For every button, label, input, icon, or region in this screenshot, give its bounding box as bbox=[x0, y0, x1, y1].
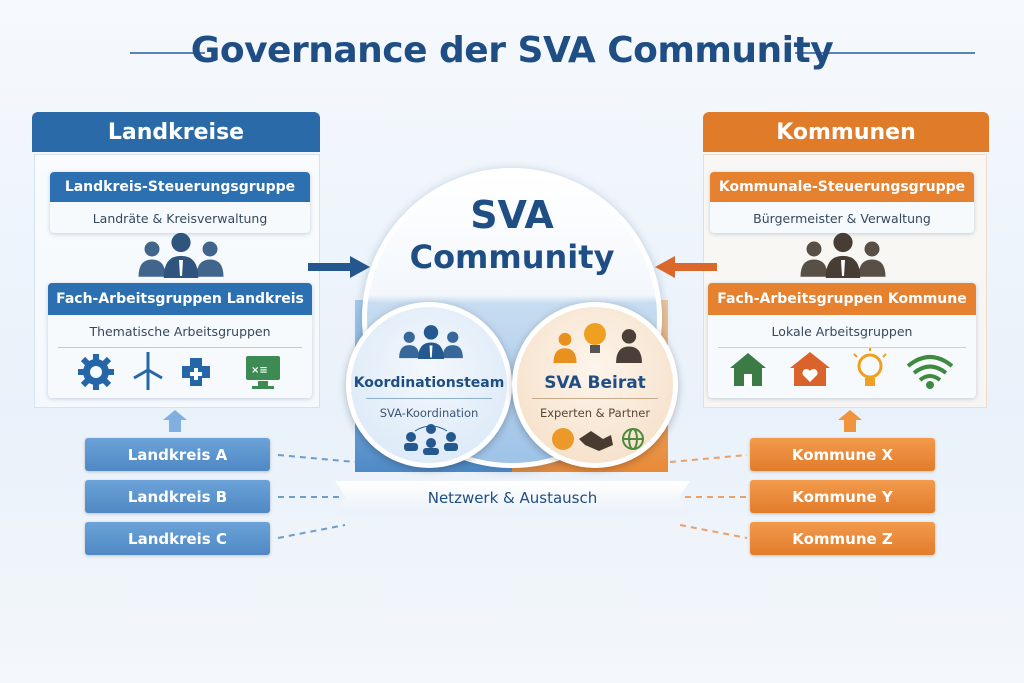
globe-icon bbox=[622, 428, 644, 450]
arrow-left-icon bbox=[655, 256, 717, 278]
right-connectors bbox=[669, 454, 748, 539]
sva-beirat-circle[interactable]: SVA Beirat Experten & Partner bbox=[512, 302, 678, 468]
landkreis-working-sub: Thematische Arbeitsgruppen bbox=[89, 324, 271, 339]
community-title-line2: Community bbox=[409, 238, 615, 276]
landkreis-c[interactable]: Landkreis C bbox=[85, 522, 270, 555]
kommune-working-title: Fach-Arbeitsgruppen Kommune bbox=[708, 283, 976, 315]
kommune-steering-sub: Bürgermeister & Verwaltung bbox=[753, 211, 931, 226]
monitor-spreadsheet-icon: ×≡ bbox=[246, 356, 280, 389]
landkreis-working-box: Fach-Arbeitsgruppen Landkreis Thematisch… bbox=[48, 283, 312, 398]
netzwerk-banner: Netzwerk & Austausch bbox=[335, 481, 690, 514]
handshake-icon bbox=[579, 431, 613, 451]
kommune-z[interactable]: Kommune Z bbox=[750, 522, 935, 555]
medical-cross-icon bbox=[182, 358, 210, 386]
landkreis-steering-sub: Landräte & Kreisverwaltung bbox=[92, 211, 268, 226]
kommune-working-sub: Lokale Arbeitsgruppen bbox=[771, 324, 913, 339]
sva-beirat-sub: Experten & Partner bbox=[539, 406, 651, 420]
wifi-icon bbox=[906, 355, 954, 389]
divider bbox=[532, 398, 658, 399]
landkreis-steering-title: Landkreis-Steuerungsgruppe bbox=[50, 172, 310, 202]
koordinationsteam-circle[interactable]: Koordinationsteam SVA-Koordination bbox=[346, 302, 512, 468]
arrow-right-icon bbox=[308, 256, 370, 278]
experts-icon bbox=[553, 323, 642, 363]
landkreis-working-title: Fach-Arbeitsgruppen Landkreis bbox=[48, 283, 312, 315]
kommune-x[interactable]: Kommune X bbox=[750, 438, 935, 471]
landkreis-b[interactable]: Landkreis B bbox=[85, 480, 270, 513]
title-rule-right bbox=[795, 52, 975, 54]
people-icon bbox=[133, 230, 229, 278]
landkreis-steering-box: Landkreis-Steuerungsgruppe Landräte & Kr… bbox=[50, 172, 310, 233]
up-arrow-icon bbox=[838, 410, 862, 432]
landkreis-a[interactable]: Landkreis A bbox=[85, 438, 270, 471]
lightbulb-icon bbox=[853, 348, 887, 386]
people-icon bbox=[395, 321, 467, 361]
house-icon bbox=[730, 353, 766, 386]
kommune-y[interactable]: Kommune Y bbox=[750, 480, 935, 513]
gear-icon bbox=[78, 354, 114, 390]
divider bbox=[58, 347, 302, 348]
kommunen-header: Kommunen bbox=[703, 112, 989, 152]
kommune-steering-box: Kommunale-Steuerungsgruppe Bürgermeister… bbox=[710, 172, 974, 233]
page-title: Governance der SVA Community bbox=[190, 30, 834, 71]
koordinationsteam-sub: SVA-Koordination bbox=[379, 406, 479, 420]
kommune-working-box: Fach-Arbeitsgruppen Kommune Lokale Arbei… bbox=[708, 283, 976, 398]
lightbulb-icon bbox=[584, 323, 606, 353]
svg-text:×≡: ×≡ bbox=[251, 365, 268, 376]
koordinationsteam-title: Koordinationsteam bbox=[353, 375, 505, 391]
sva-beirat-title: SVA Beirat bbox=[544, 373, 646, 393]
partner-icons bbox=[552, 428, 644, 451]
landkreise-header: Landkreise bbox=[32, 112, 320, 152]
community-title-line1: SVA bbox=[470, 193, 554, 237]
divider bbox=[366, 398, 492, 399]
divider bbox=[718, 347, 966, 348]
network-people-icon bbox=[404, 424, 458, 455]
house-heart-icon bbox=[790, 352, 830, 386]
title-rule-left bbox=[130, 52, 205, 54]
kommune-steering-title: Kommunale-Steuerungsgruppe bbox=[710, 172, 974, 202]
left-connectors bbox=[277, 454, 356, 539]
up-arrow-icon bbox=[163, 410, 187, 432]
people-icon bbox=[795, 230, 891, 278]
idea-icon bbox=[552, 428, 574, 450]
wind-turbine-icon bbox=[133, 352, 163, 390]
